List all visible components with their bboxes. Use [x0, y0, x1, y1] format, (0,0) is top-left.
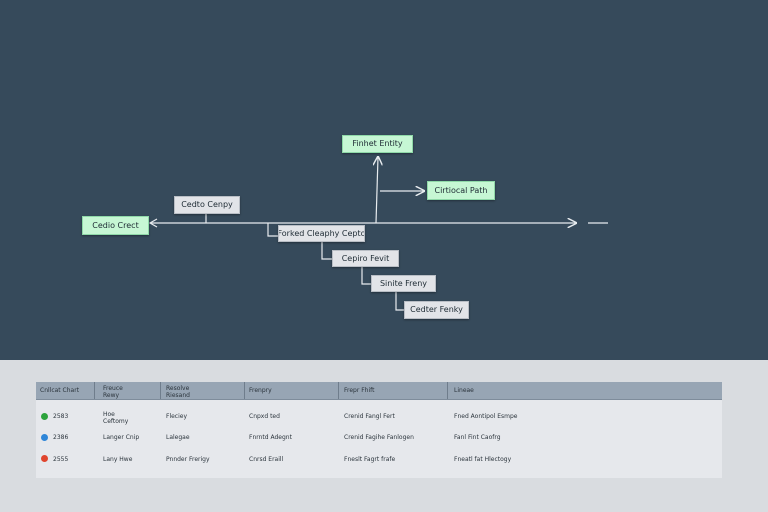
row-cell: Fneslt Fagrt frafe [344, 456, 396, 463]
diagram-connectors [148, 0, 608, 311]
step-2-connector [321, 242, 332, 260]
node-critical-path[interactable]: Cirtiocal Path [427, 181, 495, 200]
node-cedio-crect[interactable]: Cedio Crect [82, 216, 149, 235]
row-cell: Cnpxd ted [249, 413, 280, 420]
row-cell: Langer Cnip [103, 434, 140, 441]
node-cepiro-fevit[interactable]: Cepiro Fevit [332, 250, 399, 267]
diagram-canvas: Finhet Entity Cirtiocal Path Cedto Cenpy… [0, 0, 768, 360]
status-dot [41, 434, 48, 441]
status-dot [41, 455, 48, 462]
header-cell: Cnllcat Chart [40, 387, 80, 394]
step-1-connector [267, 223, 278, 237]
header-cell: Frepr Fhift [344, 387, 375, 394]
row-id: 2555 [53, 456, 69, 463]
status-dot [41, 413, 48, 420]
up-arrow-line [376, 157, 378, 224]
row-id: 2386 [53, 434, 69, 441]
node-center-copy[interactable]: Cedto Cenpy [174, 196, 240, 214]
row-cell: Fanl Fint Caofrg [454, 434, 501, 441]
node-cedter-fenky[interactable]: Cedter Fenky [404, 301, 469, 319]
row-cell: Pnnder Frerigy [166, 456, 210, 463]
node-forked-display[interactable]: Forked Cleaphy Cepto [278, 225, 365, 242]
row-cell: Fned Aontipol Esmpe [454, 413, 518, 420]
row-cell: Fnrntd Adegnt [249, 434, 292, 441]
row-cell: Lany Hwe [103, 456, 133, 463]
row-cell: Crenid Fagihe Fanlogen [344, 434, 414, 441]
node-final-entity[interactable]: Finhet Entity [342, 135, 413, 153]
row-id: 2583 [53, 413, 69, 420]
header-cell: Lineae [454, 387, 474, 394]
step-4-connector [395, 292, 404, 311]
header-cell: Freuce Rewy [103, 385, 123, 399]
header-cell: Frenpry [249, 387, 272, 394]
legend-table: Cnllcat Chart Freuce Rewy Resolve Riesan… [36, 382, 722, 478]
step-3-connector [361, 267, 372, 285]
node-sinite-freny[interactable]: Sinite Freny [371, 275, 436, 292]
row-cell: Crenid Fangl Fert [344, 413, 395, 420]
table-header: Cnllcat Chart Freuce Rewy Resolve Riesan… [36, 382, 722, 400]
row-cell: Hoe Ceftomy [103, 411, 129, 425]
row-cell: Fleciey [166, 413, 188, 420]
header-cell: Resolve Riesand [166, 385, 190, 399]
row-cell: Fneatl fat Hlectogy [454, 456, 512, 463]
row-cell: Cnrsd Eraill [249, 456, 284, 463]
row-cell: Lalegae [166, 434, 190, 441]
axis-left-arrow [148, 218, 158, 228]
